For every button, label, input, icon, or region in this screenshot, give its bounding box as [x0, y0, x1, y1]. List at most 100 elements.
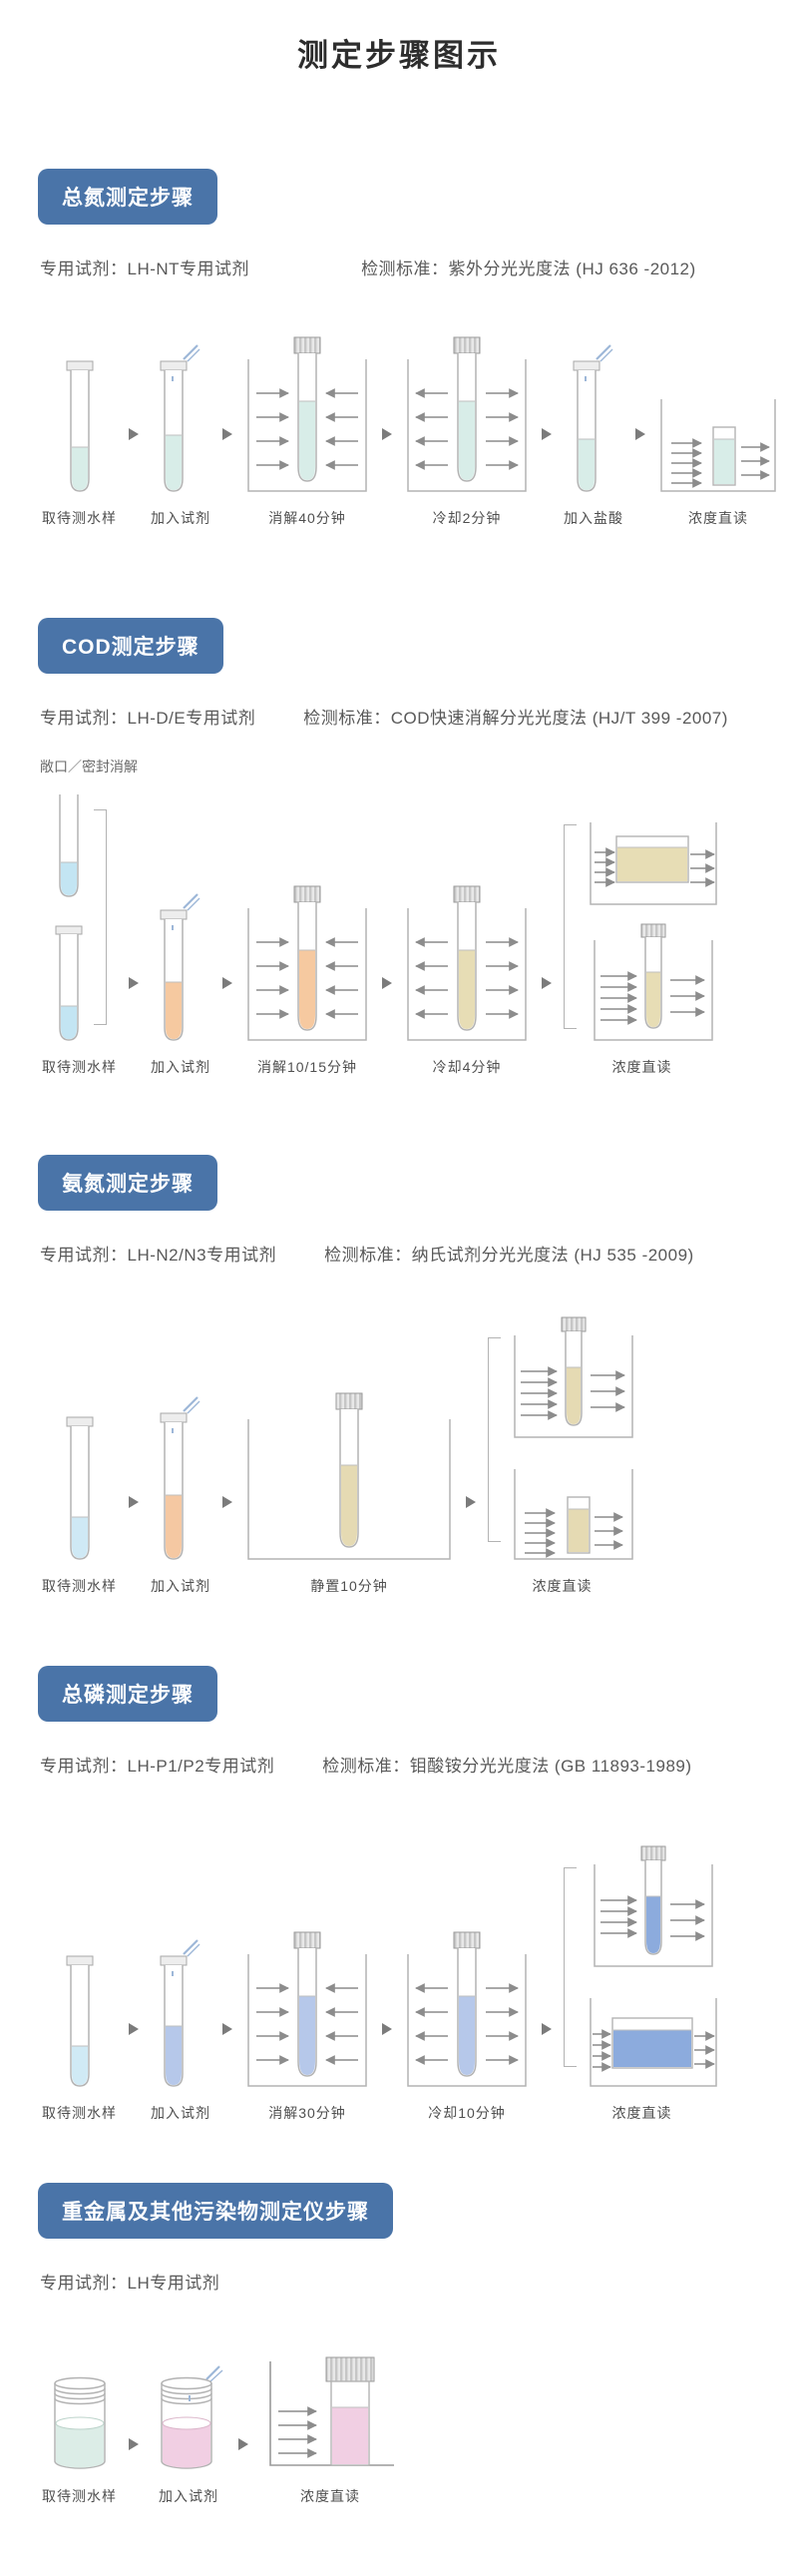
step-arrow-icon — [129, 977, 139, 989]
bracket — [564, 823, 577, 1029]
step-arrow-icon — [382, 2023, 392, 2035]
page-title: 测定步骤图示 — [297, 38, 501, 73]
section-heavy-metals: 重金属及其他污染物测定仪步骤 专用试剂：LH专用试剂 取待测水样 — [0, 2183, 798, 2506]
test-tube-pipette-icon — [160, 1396, 200, 1560]
step-arrow-icon — [222, 428, 232, 440]
step-arrow-icon — [129, 2023, 139, 2035]
step-label: 加入试剂 — [151, 1578, 210, 1594]
sample-tube-pair — [52, 790, 86, 1044]
section-info: 专用试剂：LH-NT专用试剂 检测标准：紫外分光光度法 (HJ 636 -201… — [40, 255, 798, 279]
section-badge: 重金属及其他污染物测定仪步骤 — [38, 2183, 393, 2239]
step-take-sample: 取待测水样 — [42, 2373, 117, 2506]
step-label: 消解10/15分钟 — [256, 1059, 358, 1075]
step-label: 浓度直读 — [611, 2105, 672, 2121]
step-label: 取待测水样 — [42, 1578, 117, 1594]
step-label: 浓度直读 — [532, 1578, 593, 1594]
step-label: 取待测水样 — [42, 1059, 117, 1075]
step-add-reagent: 加入试剂 — [151, 892, 210, 1077]
sample-jar-icon — [53, 2376, 106, 2469]
reading-bottle-icon — [269, 2356, 394, 2466]
step-label: 加入盐酸 — [564, 510, 623, 526]
test-tube-pipette-icon — [160, 893, 200, 1041]
standard-text: 检测标准：COD快速消解分光光度法 (HJ/T 399 -2007) — [303, 709, 728, 728]
procedure-row: 取待测水样 加入试剂 — [42, 1315, 798, 1596]
reading-tube-icon — [594, 923, 713, 1041]
open-test-tube-icon — [59, 794, 79, 897]
digestion-beaker-icon — [247, 885, 367, 1041]
section-info: 专用试剂：LH-D/E专用试剂 检测标准：COD快速消解分光光度法 (HJ/T … — [40, 704, 798, 729]
stand-beaker-icon — [247, 1392, 451, 1560]
step-take-sample: 取待测水样 — [42, 790, 117, 1077]
step-label: 加入试剂 — [159, 2488, 218, 2504]
step-arrow-icon — [635, 428, 645, 440]
step-label: 冷却2分钟 — [432, 510, 502, 526]
step-label: 消解40分钟 — [268, 510, 346, 526]
step-label: 取待测水样 — [42, 510, 117, 526]
step-arrow-icon — [222, 2023, 232, 2035]
procedure-row: 取待测水样 加入试剂 — [42, 335, 798, 528]
reading-cuvette-icon — [514, 1469, 633, 1560]
cooling-beaker-icon — [407, 885, 527, 1041]
reading-pair — [511, 1315, 636, 1563]
step-label: 取待测水样 — [42, 2488, 117, 2504]
section-badge: COD测定步骤 — [38, 618, 223, 674]
step-label: 冷却10分钟 — [428, 2105, 506, 2121]
step-take-sample: 取待测水样 — [42, 1403, 117, 1596]
section-badge: 总磷测定步骤 — [38, 1666, 217, 1722]
step-label: 取待测水样 — [42, 2105, 117, 2121]
step-take-sample: 取待测水样 — [42, 353, 117, 528]
step-cool: 冷却4分钟 — [404, 884, 530, 1077]
step-cool: 冷却2分钟 — [404, 335, 530, 528]
bracket — [488, 1336, 501, 1542]
section-cod: COD测定步骤 专用试剂：LH-D/E专用试剂 检测标准：COD快速消解分光光度… — [0, 618, 798, 1077]
test-tube-pipette-icon — [160, 1939, 200, 2087]
step-read-concentration: 浓度直读 — [564, 1844, 720, 2123]
step-arrow-icon — [129, 2438, 139, 2450]
standard-text: 检测标准：紫外分光光度法 (HJ 636 -2012) — [361, 259, 696, 278]
reagent-text: 专用试剂：LH-D/E专用试剂 — [40, 709, 256, 728]
test-tube-icon — [66, 1416, 93, 1560]
section-total-nitrogen: 总氮测定步骤 专用试剂：LH-NT专用试剂 检测标准：紫外分光光度法 (HJ 6… — [0, 169, 798, 528]
step-digest: 消解10/15分钟 — [244, 884, 370, 1077]
capped-test-tube-icon — [55, 925, 83, 1041]
reagent-text: 专用试剂：LH-NT专用试剂 — [40, 259, 250, 278]
bracket — [94, 809, 107, 1025]
reagent-text: 专用试剂：LH专用试剂 — [40, 2274, 220, 2293]
section-info: 专用试剂：LH-P1/P2专用试剂 检测标准：钼酸铵分光光度法 (GB 1189… — [40, 1752, 798, 1777]
cooling-beaker-icon — [407, 336, 527, 492]
step-digest: 消解40分钟 — [244, 335, 370, 528]
step-label: 消解30分钟 — [268, 2105, 346, 2121]
step-label: 加入试剂 — [151, 2105, 210, 2121]
procedure-row: 取待测水样 加入试剂 — [42, 2355, 798, 2506]
step-label: 加入试剂 — [151, 1059, 210, 1075]
step-label: 加入试剂 — [151, 510, 210, 526]
test-tube-pipette-icon — [573, 344, 613, 492]
digestion-beaker-icon — [247, 1931, 367, 2087]
step-label: 冷却4分钟 — [432, 1059, 502, 1075]
digestion-beaker-icon — [247, 336, 367, 492]
step-add-hydrochloric-acid: 加入盐酸 — [564, 343, 623, 528]
step-read-concentration: 浓度直读 — [657, 383, 779, 528]
reading-pair — [587, 1844, 720, 2090]
step-arrow-icon — [466, 1496, 476, 1508]
step-arrow-icon — [382, 428, 392, 440]
reagent-text: 专用试剂：LH-P1/P2专用试剂 — [40, 1757, 275, 1776]
reading-tube-icon — [594, 1845, 713, 1967]
step-arrow-icon — [542, 428, 552, 440]
reading-cuvette-horizontal-icon — [590, 1998, 717, 2087]
section-badge: 总氮测定步骤 — [38, 169, 217, 225]
step-read-concentration: 浓度直读 — [564, 808, 720, 1077]
reading-tube-icon — [514, 1316, 633, 1438]
reagent-text: 专用试剂：LH-N2/N3专用试剂 — [40, 1246, 277, 1265]
step-add-reagent: 加入试剂 — [151, 1393, 210, 1596]
step-label: 浓度直读 — [611, 1059, 672, 1075]
step-cool: 冷却10分钟 — [404, 1930, 530, 2123]
section-info: 专用试剂：LH专用试剂 — [40, 2269, 798, 2294]
cooling-beaker-icon — [407, 1931, 527, 2087]
standard-text: 检测标准：纳氏试剂分光光度法 (HJ 535 -2009) — [324, 1246, 694, 1265]
step-arrow-icon — [382, 977, 392, 989]
reading-pair — [587, 808, 720, 1044]
step-arrow-icon — [238, 2438, 248, 2450]
step-arrow-icon — [129, 428, 139, 440]
